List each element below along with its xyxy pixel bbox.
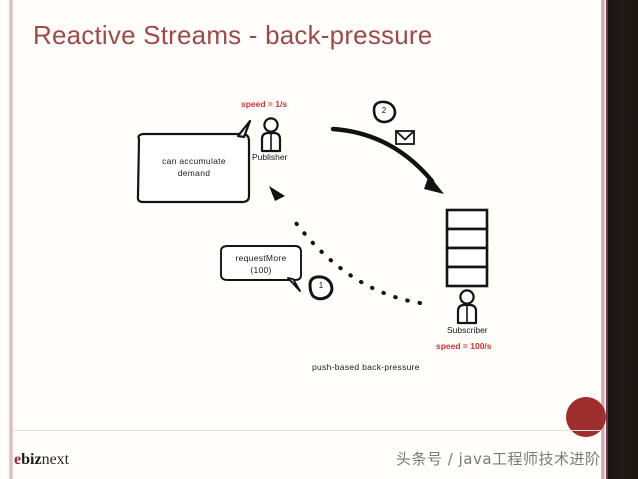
right-edge-dark-band — [608, 0, 638, 479]
diagram-caption: push-based back-pressure — [312, 362, 420, 372]
request-more-bubble-text: requestMore (100) — [235, 253, 287, 275]
right-edge-seam — [606, 0, 608, 479]
accent-circle — [566, 397, 606, 437]
push-flow-arrow — [330, 126, 444, 194]
logo-part-next: next — [41, 451, 70, 468]
logo-part-biz: biz — [21, 451, 42, 468]
publisher-speed-label: speed = 1/s — [241, 99, 288, 109]
slide-title: Reactive Streams - back-pressure — [33, 20, 433, 50]
watermark-text: 头条号 / java工程师技术进阶 — [396, 450, 601, 468]
step-badge-1-number: 1 — [318, 281, 324, 290]
subscriber-person-icon — [456, 289, 478, 325]
right-edge-accent-bar — [601, 0, 605, 479]
request-feedback-arrow — [269, 186, 422, 305]
publisher-role-label: Publisher — [252, 152, 288, 162]
step-badge-2-number: 2 — [381, 106, 387, 115]
publisher-person-icon — [260, 117, 282, 153]
left-edge-accent-bar — [9, 0, 13, 479]
subscriber-role-label: Subscriber — [447, 325, 488, 335]
logo-part-e: e — [14, 451, 22, 468]
subscriber-speed-label: speed = 100/s — [436, 341, 492, 351]
accumulate-demand-bubble-text: can accumulate demand — [162, 156, 226, 178]
envelope-icon — [395, 130, 415, 145]
subscriber-buffer-stack — [445, 208, 489, 288]
footer-divider — [13, 430, 601, 431]
ebiznext-logo: ebiznext — [14, 452, 69, 468]
